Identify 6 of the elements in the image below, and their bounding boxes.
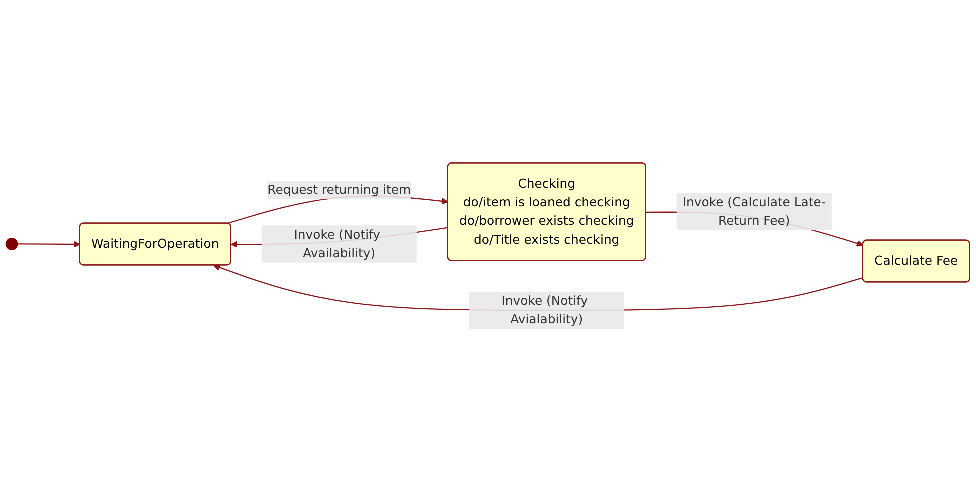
arrow	[18, 241, 81, 248]
edge-label: Invoke (Calculate Late-Return Fee)	[682, 195, 826, 229]
edge-label: Request returning item	[268, 182, 412, 198]
edge-label: Invoke (Notify Availability)	[294, 227, 381, 261]
edge-label: Invoke (Notify Avialability)	[502, 294, 588, 328]
node-circle	[6, 238, 18, 251]
